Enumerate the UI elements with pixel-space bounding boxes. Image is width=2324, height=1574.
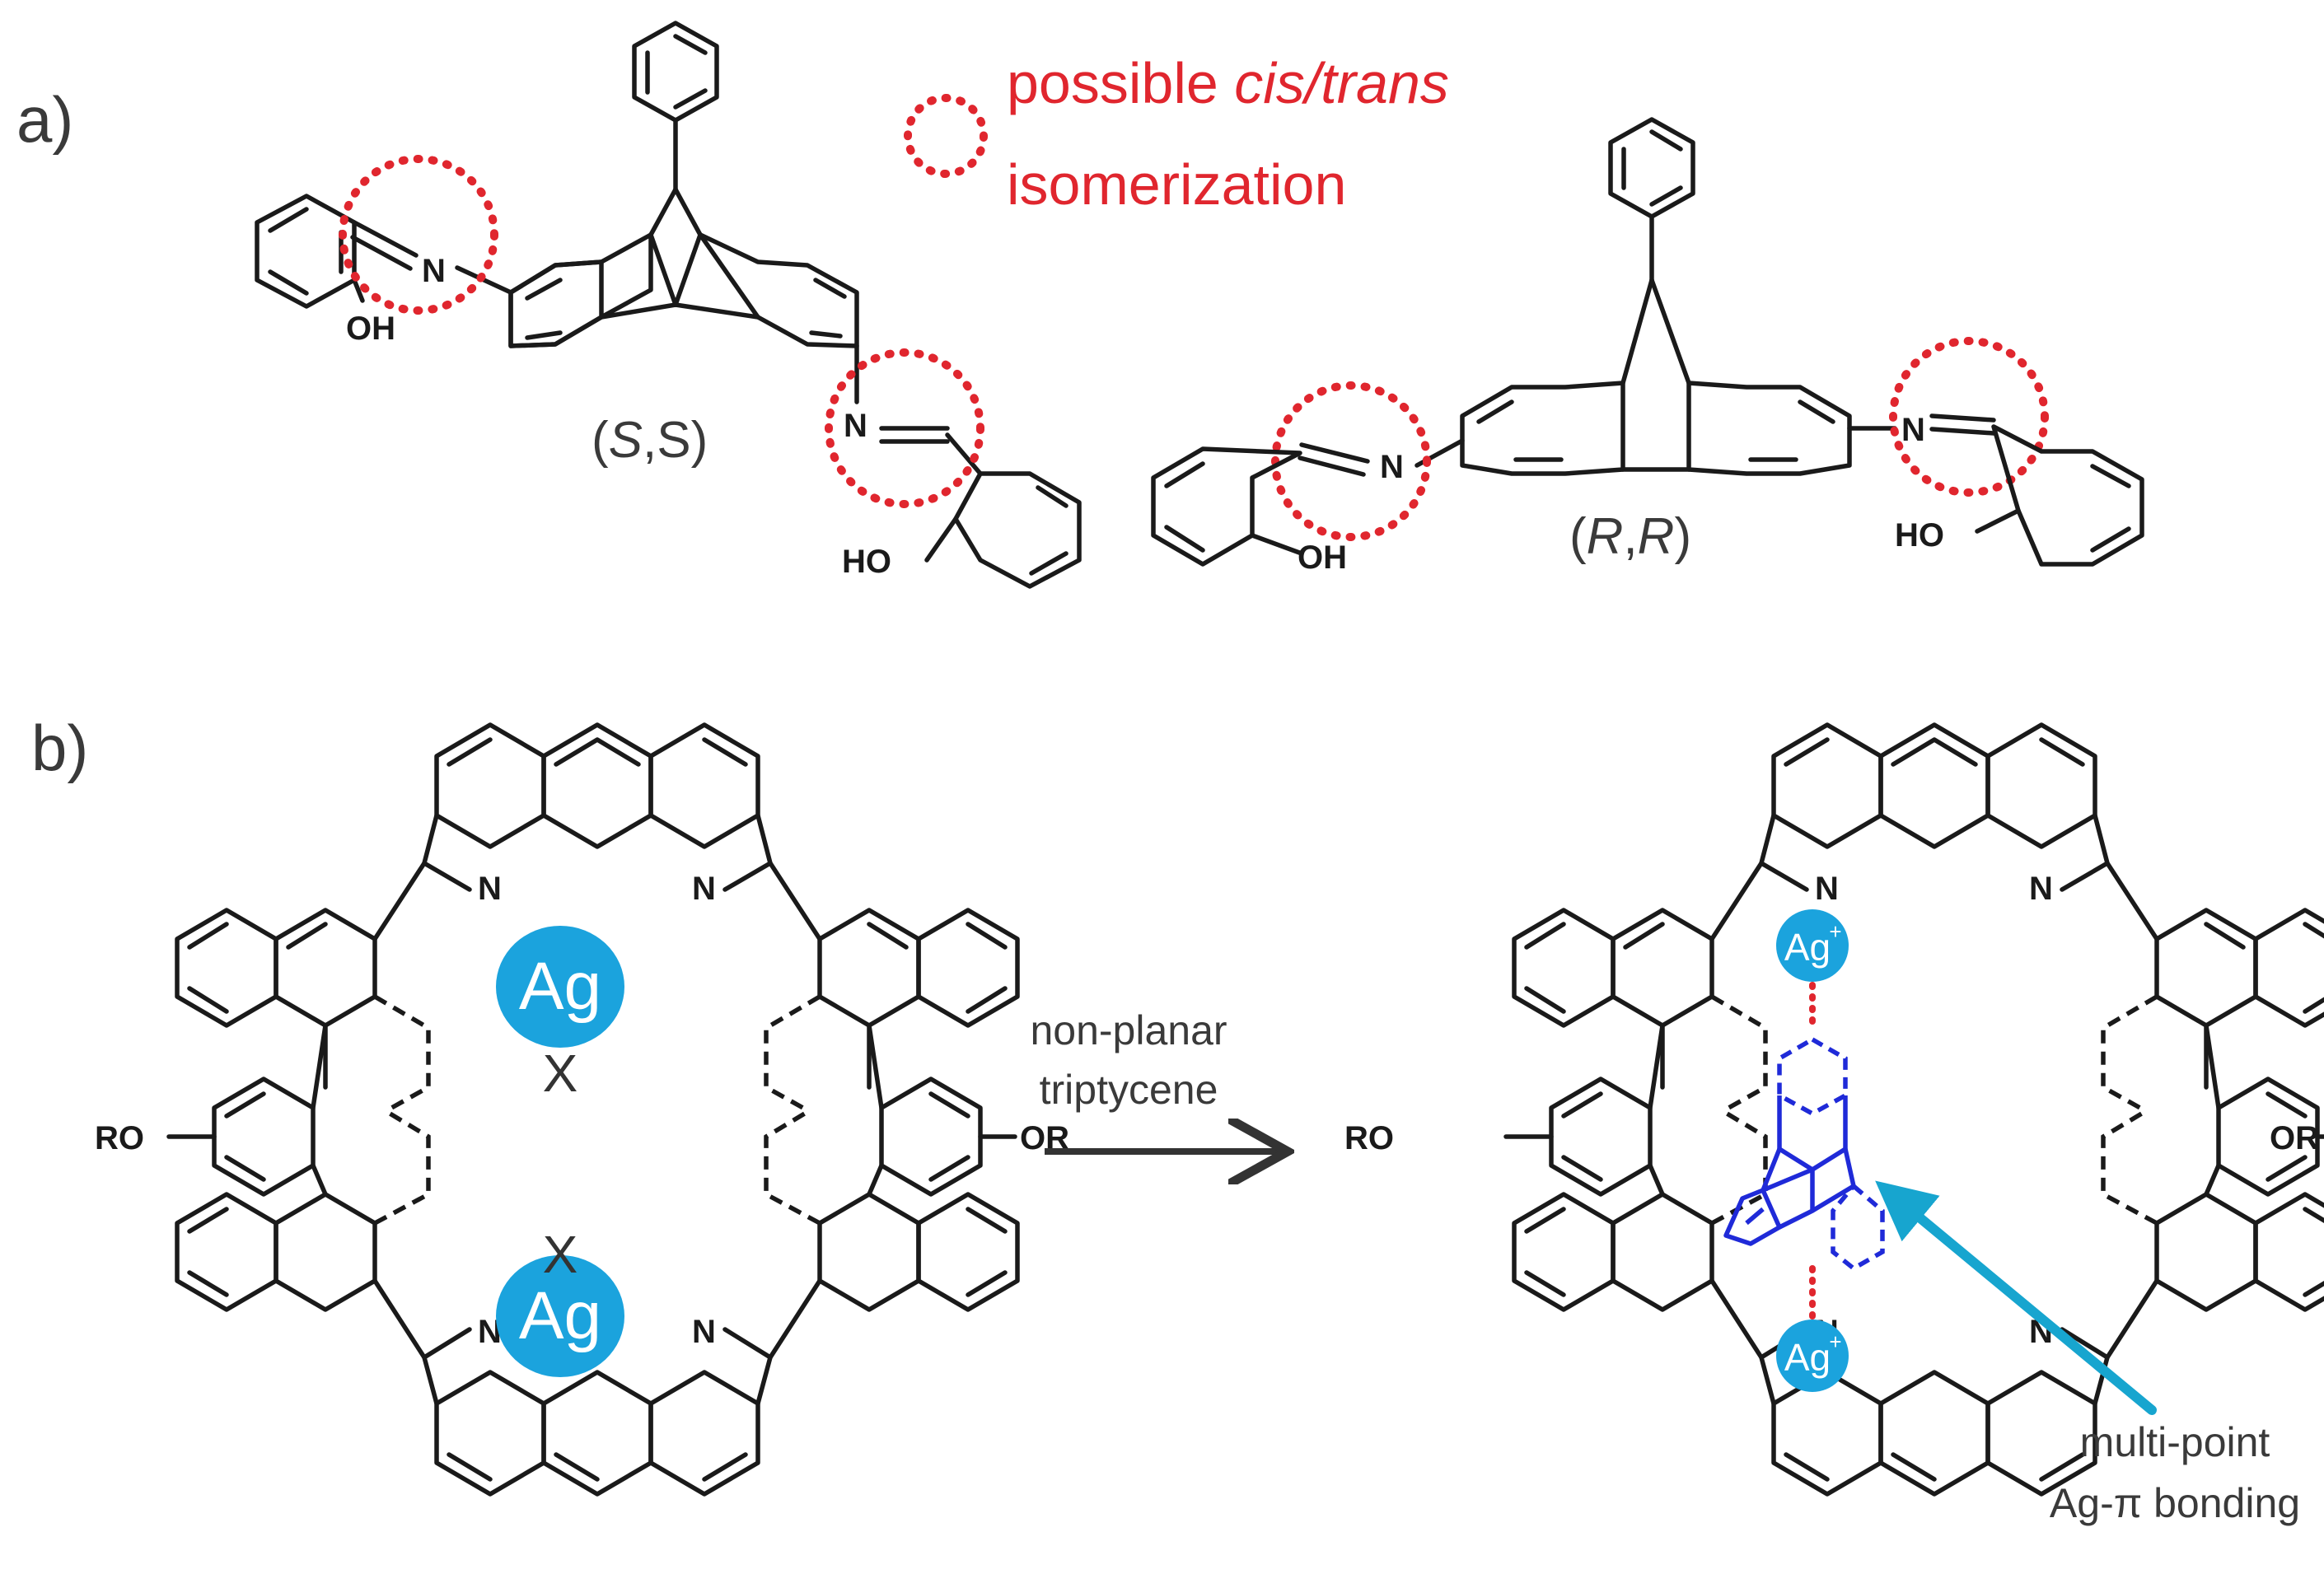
rr-oh: OH — [1298, 539, 1347, 576]
ag-ball-bottom — [496, 1255, 624, 1377]
rr-isomer-ring-right — [1889, 337, 2049, 497]
rr-n-left: N — [1380, 449, 1404, 485]
x-mark-bottom: X — [543, 1225, 578, 1284]
legend-line-2: isomerization — [1007, 152, 1346, 217]
macrocycle-right: N N N N — [1503, 722, 2324, 1497]
left-bottom-n2: N — [692, 1314, 716, 1350]
molecule-rr: N OH N HO (R,R) — [1151, 117, 2144, 576]
legend-dotted-circle — [904, 94, 988, 178]
plus-sign-bottom: + — [1829, 1329, 1841, 1354]
ag-ball-top — [496, 926, 624, 1048]
bonding-arrow — [1875, 1180, 2157, 1415]
right-ro: RO — [1344, 1120, 1394, 1156]
right-or: OR — [2270, 1120, 2319, 1156]
ss-isomer-ring-left — [339, 155, 498, 315]
rr-ho: HO — [1895, 517, 1944, 553]
rr-isomer-ring-left — [1271, 381, 1431, 541]
ss-isomer-ring-right — [825, 348, 984, 508]
ag-label-bottom: Ag — [519, 1278, 601, 1353]
macrocycle-left: N N N N — [95, 722, 1069, 1497]
right-top-n1: N — [1815, 871, 1839, 907]
arrow-label-1: non-planar — [1030, 1007, 1227, 1053]
ag-plus-ball-top — [1776, 909, 1849, 982]
ag-plus-label-bottom: Ag — [1784, 1336, 1831, 1379]
x-mark-top: X — [543, 1044, 578, 1103]
rr-right-phenol — [1991, 424, 2144, 567]
panel-b-label: b) — [31, 712, 88, 784]
ss-oh: OH — [346, 311, 395, 347]
molecule-ss: N OH N HO (S,S) — [255, 21, 1082, 589]
rr-n-right: N — [1901, 412, 1925, 448]
ss-ho: HO — [842, 544, 891, 580]
triptycene-guest — [1723, 1036, 1885, 1272]
ss-right-ring — [698, 232, 859, 348]
rr-right-ring — [1686, 381, 1852, 476]
ss-n-right: N — [844, 408, 867, 444]
bonding-label-1: multi-point — [2080, 1419, 2270, 1465]
rr-left-phenol — [1151, 446, 1302, 567]
ag-plus-ball-bottom — [1776, 1319, 1849, 1392]
legend-line-1: possible cis/trans — [1007, 51, 1449, 115]
ag-plus-label-top: Ag — [1784, 926, 1831, 969]
stereo-label-rr: (R,R) — [1569, 508, 1691, 565]
stereo-label-ss: (S,S) — [592, 412, 708, 469]
ag-label-top: Ag — [519, 949, 601, 1024]
left-top-n2: N — [692, 871, 716, 907]
panel-a-label: a) — [16, 83, 73, 156]
rr-left-ring — [1460, 381, 1625, 476]
ss-n-left: N — [422, 253, 446, 289]
plus-sign-top: + — [1829, 919, 1841, 944]
bonding-label-2: Ag-π bonding — [2050, 1480, 2300, 1526]
left-ro: RO — [95, 1120, 144, 1156]
ss-right-phenol — [953, 471, 1082, 589]
right-top-n2: N — [2029, 871, 2053, 907]
arrow-label-2: triptycene — [1040, 1067, 1218, 1113]
left-top-n1: N — [478, 871, 502, 907]
